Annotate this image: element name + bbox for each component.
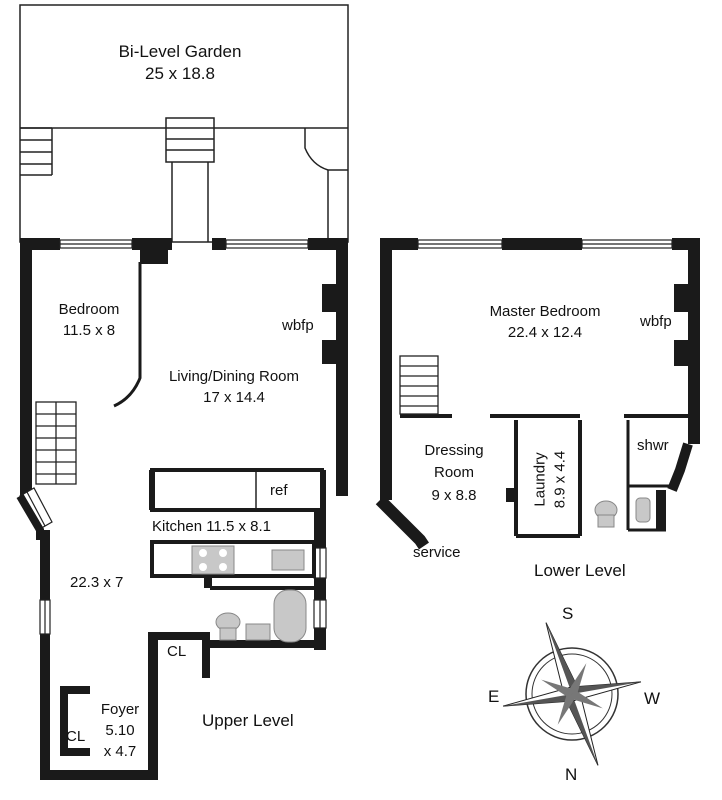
upper-fireplace-label: wbfp: [282, 317, 314, 334]
bedroom-dims: 11.5 x 8: [62, 322, 116, 339]
living-room-name: Living/Dining Room: [168, 368, 300, 385]
kitchen-fixtures: [149, 468, 324, 588]
service-label: service: [413, 544, 461, 561]
foyer-dims-1: 5.10: [105, 722, 135, 739]
compass-south: S: [562, 604, 574, 623]
lower-level-label: Lower Level: [534, 561, 626, 580]
lower-interior: [375, 414, 693, 550]
compass-north: N: [565, 765, 578, 784]
bedroom-name: Bedroom: [58, 301, 120, 318]
compass-west: W: [644, 689, 661, 708]
lower-bath-fixtures: [594, 497, 651, 528]
dressing-room-name-1: Dressing: [424, 442, 484, 459]
lower-stairs: [399, 355, 439, 415]
upper-interior: [16, 262, 142, 540]
living-room-dims: 17 x 14.4: [203, 389, 265, 406]
upper-windows: [19, 239, 327, 635]
upper-level-label: Upper Level: [202, 711, 294, 730]
upper-stairs: [35, 401, 77, 485]
compass-east: E: [488, 687, 500, 706]
dressing-room-name-2: Room: [433, 464, 474, 481]
compass-rose-icon: [502, 622, 642, 766]
bath-sink-icon: [245, 623, 271, 641]
garden-planter-right: [304, 128, 348, 242]
kitchen-label: Kitchen 11.5 x 8.1: [152, 518, 271, 535]
garden-area: [19, 4, 349, 243]
garden-name: Bi-Level Garden: [118, 42, 242, 61]
bathtub-icon: [273, 589, 307, 643]
stove-icon: [191, 545, 235, 575]
foyer-dims-2: x 4.7: [103, 743, 137, 760]
upper-closet-label: CL: [167, 643, 187, 660]
lower-sink-icon: [635, 497, 651, 523]
foyer-closet-label: CL: [66, 728, 86, 745]
foyer-name: Foyer: [100, 701, 140, 718]
dressing-room-dims: 9 x 8.8: [431, 487, 477, 504]
sink-icon: [271, 549, 305, 571]
garden-dims: 25 x 18.8: [145, 64, 215, 83]
master-bedroom-name: Master Bedroom: [489, 303, 601, 320]
master-bedroom-dims: 22.4 x 12.4: [507, 324, 583, 341]
laundry-dims: 8.9 x 4.4: [551, 450, 569, 509]
lower-level-walls: [380, 238, 700, 530]
upper-bath-fixtures: [210, 586, 314, 643]
hall-dims: 22.3 x 7: [70, 574, 124, 591]
lower-fireplace-label: wbfp: [640, 313, 672, 330]
garden-outline: [19, 4, 349, 243]
lower-windows: [417, 239, 673, 249]
laundry-name: Laundry: [531, 452, 549, 507]
upper-level-walls: [20, 238, 348, 780]
fridge-label: ref: [270, 482, 288, 499]
bedroom-curved-wall: [113, 262, 142, 408]
garden-stair-left: [20, 127, 53, 176]
shower-label: shwr: [637, 437, 669, 454]
garden-stair-center: [165, 117, 215, 242]
